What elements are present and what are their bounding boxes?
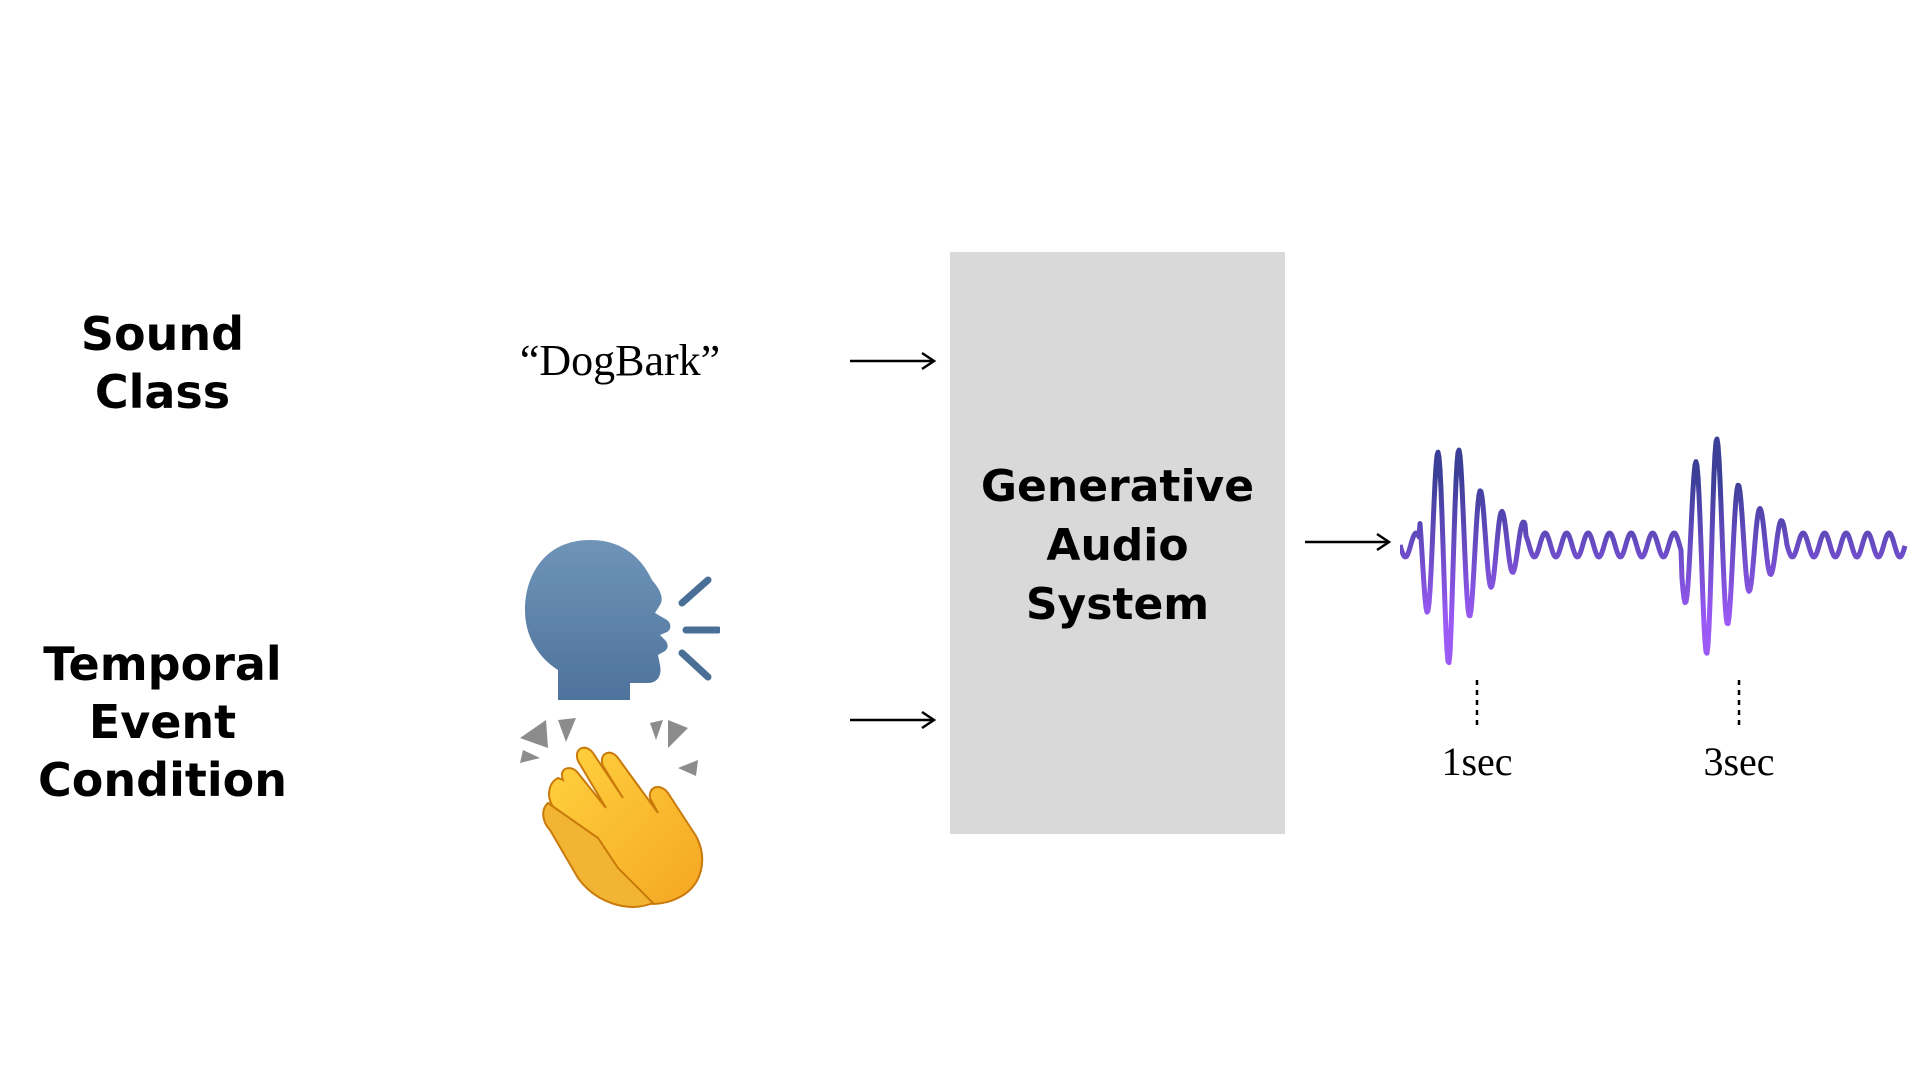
generative-audio-system-box: Generative Audio System	[950, 252, 1285, 834]
output-arrow-icon	[1305, 532, 1392, 552]
speaking-head-icon	[525, 540, 720, 700]
clapping-hands-icon	[520, 718, 704, 908]
sound-class-arrow-icon	[850, 351, 937, 371]
sound-class-value: “DogBark”	[519, 336, 721, 385]
audio-waveform	[1400, 436, 1908, 730]
event-marker-label-2: 3sec	[1703, 739, 1775, 784]
sound-class-label: Sound Class	[80, 307, 245, 419]
waveform-line	[1400, 436, 1908, 666]
temporal-condition-arrow-icon	[850, 710, 937, 730]
system-label: Generative Audio System	[980, 461, 1255, 630]
temporal-event-condition-label: Temporal Event Condition	[38, 637, 287, 807]
event-marker-label-1: 1sec	[1441, 739, 1513, 784]
